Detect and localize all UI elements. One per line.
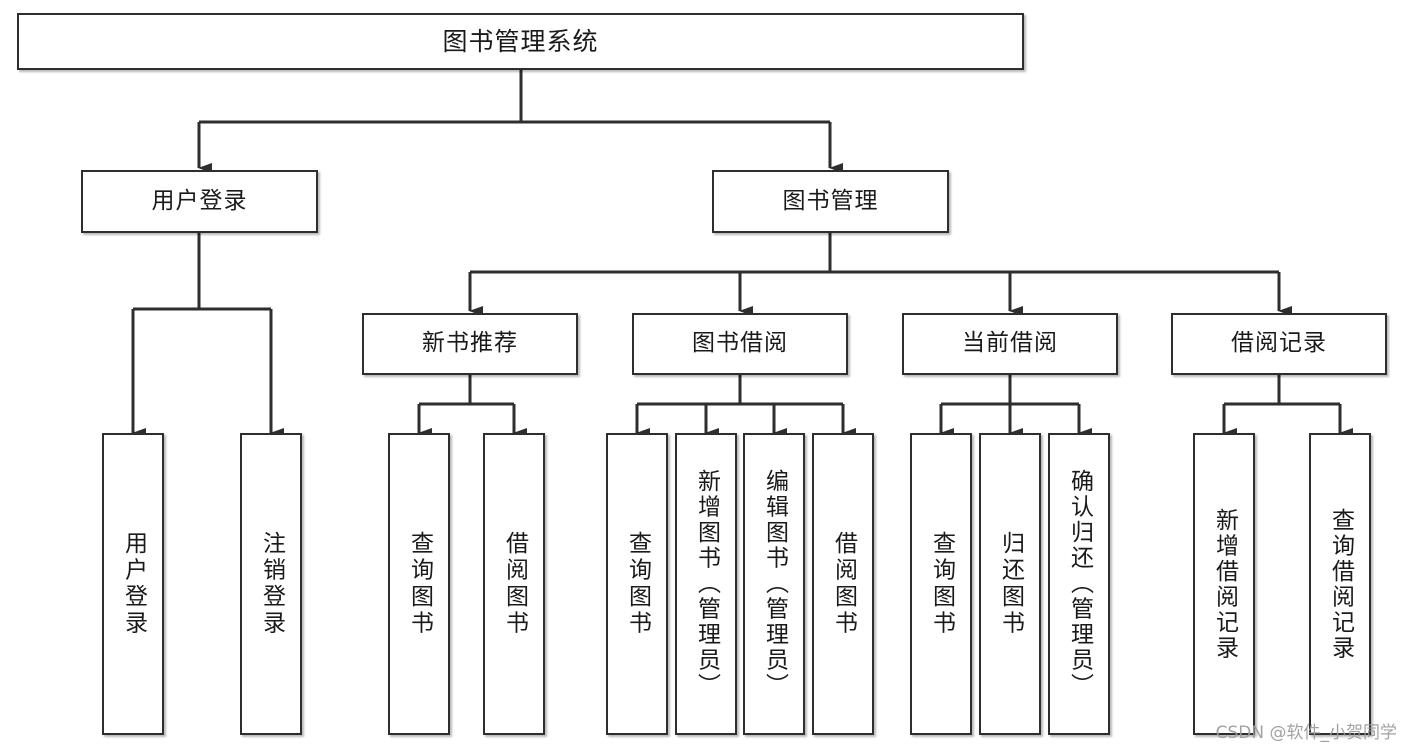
node-leaf-logout[interactable]: 注销登录 (240, 433, 302, 735)
node-leaf-borrow-book[interactable]: 借阅图书 (812, 433, 874, 735)
node-book-borrow[interactable]: 图书借阅 (632, 313, 848, 375)
watermark-text: CSDN @软件_小贺同学 (1215, 723, 1397, 743)
node-leaf-query-book-current[interactable]: 查询图书 (910, 433, 972, 735)
node-label: 查询图书 (928, 531, 955, 637)
node-leaf-query-book-borrow[interactable]: 查询图书 (606, 433, 668, 735)
node-label: 编辑图书（管理员） (761, 469, 788, 699)
node-leaf-return-book[interactable]: 归还图书 (979, 433, 1041, 735)
node-leaf-borrow-book-recommend[interactable]: 借阅图书 (483, 433, 545, 735)
node-label: 查询图书 (406, 531, 433, 637)
node-leaf-add-book-admin[interactable]: 新增图书（管理员） (675, 433, 737, 735)
node-label: 借阅记录 (1231, 330, 1327, 357)
node-leaf-edit-book-admin[interactable]: 编辑图书（管理员） (743, 433, 805, 735)
node-borrow-record[interactable]: 借阅记录 (1171, 313, 1387, 375)
node-label: 图书借阅 (692, 330, 788, 357)
node-book-management[interactable]: 图书管理 (712, 170, 949, 233)
node-root-system[interactable]: 图书管理系统 (17, 13, 1024, 70)
node-label: 图书管理 (782, 187, 879, 214)
node-leaf-query-book-recommend[interactable]: 查询图书 (388, 433, 450, 735)
node-label: 用户登录 (120, 531, 147, 637)
node-label: 新书推荐 (422, 330, 518, 357)
node-label: 注销登录 (258, 531, 285, 637)
node-current-borrow[interactable]: 当前借阅 (902, 313, 1118, 375)
node-label: 借阅图书 (501, 531, 528, 637)
node-label: 归还图书 (997, 531, 1024, 637)
node-new-book-recommend[interactable]: 新书推荐 (362, 313, 578, 375)
node-leaf-user-login[interactable]: 用户登录 (102, 433, 164, 735)
node-label: 新增借阅记录 (1211, 507, 1238, 661)
node-leaf-query-borrow-record[interactable]: 查询借阅记录 (1309, 433, 1371, 735)
node-label: 查询借阅记录 (1327, 507, 1354, 661)
node-leaf-add-borrow-record[interactable]: 新增借阅记录 (1193, 433, 1255, 735)
node-label: 查询图书 (624, 531, 651, 637)
node-label: 用户登录 (151, 187, 248, 214)
node-leaf-confirm-return-admin[interactable]: 确认归还（管理员） (1048, 433, 1110, 735)
node-label: 新增图书（管理员） (693, 469, 720, 699)
node-label: 确认归还（管理员） (1066, 469, 1093, 699)
node-label: 图书管理系统 (442, 26, 599, 56)
node-label: 借阅图书 (830, 531, 857, 637)
node-label: 当前借阅 (962, 330, 1058, 357)
node-user-login[interactable]: 用户登录 (81, 170, 318, 233)
